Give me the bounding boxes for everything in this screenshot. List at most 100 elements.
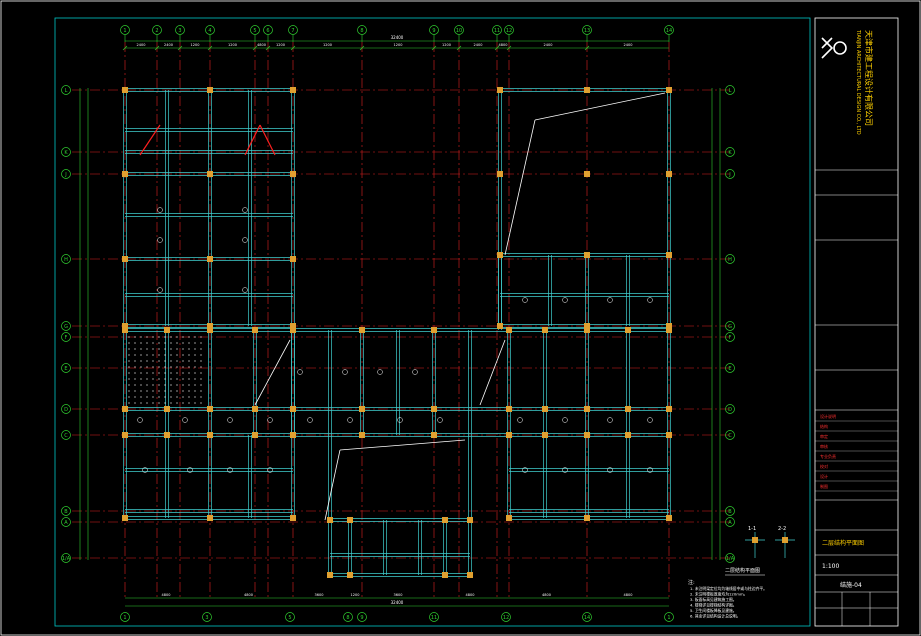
hatch-dot [164,378,166,380]
hatch-dot [128,372,130,374]
dim-tick [584,45,590,51]
column [290,432,296,438]
hatch-dot [140,378,142,380]
dim-tick [431,45,437,51]
axis-label-left: E [64,366,67,372]
slab-marker [647,297,653,303]
slab-marker [157,237,163,243]
hatch-dot [182,360,184,362]
hatch-dot [176,366,178,368]
axis-bubble-top [454,25,464,35]
hatch-dot [158,366,160,368]
note-line: 5. 卫生间楼板降板见建施。 [690,608,737,613]
dim-tick [252,45,258,51]
axis-label-bottom: 9 [360,615,363,621]
axis-label-top: 11 [494,28,500,34]
hatch-dot [194,372,196,374]
column [666,515,672,521]
sheet-number: 结施-04 [840,581,862,589]
column [431,327,437,333]
column [290,323,296,329]
slab-marker [187,467,193,473]
stair-hatch [128,336,202,404]
column [327,572,333,578]
hatch-dot [194,396,196,398]
hatch-dot [146,348,148,350]
column [584,252,590,258]
axis-label-top: 13 [584,28,590,34]
slab-marker [377,369,383,375]
hatch-dot [152,402,154,404]
hatch-dot [164,354,166,356]
hatch-dot [176,336,178,338]
hatch-dot [182,402,184,404]
hatch-dot [134,348,136,350]
hatch-dot [140,390,142,392]
hatch-dot [152,360,154,362]
slab-marker [267,417,273,423]
hatch-dot [170,396,172,398]
hatch-dot [128,390,130,392]
dim-tick [265,45,271,51]
axis-label-right: K [728,150,732,156]
slab-marker [182,417,188,423]
column [252,432,258,438]
column [666,87,672,93]
notes-heading: 注: [688,579,695,586]
hatch-dot [158,360,160,362]
hatch-dot [200,384,202,386]
hatch-dot [200,378,202,380]
general-notes: 注: 1. 未注明梁定位均为轴线居中或与柱边齐平。2. 未注明楼板厚度均为120… [688,579,767,619]
axis-bubble-top [263,25,273,35]
dim-segment-top: 1200 [323,43,332,47]
column [584,515,590,521]
company-name-en: TIANJIN ARCHITECTURAL DESIGN CO., LTD [855,29,861,135]
hatch-dot [164,384,166,386]
column [164,327,170,333]
axis-bubble-bottom [582,612,592,622]
axis-bubble-top [152,25,162,35]
axis-label-right: L [729,88,732,94]
tb-row-label: 校对 [820,463,828,469]
column [497,252,503,258]
axis-label-bottom: 5 [288,615,291,621]
dim-tick [506,45,512,51]
column [584,406,590,412]
column [290,406,296,412]
hatch-dot [170,354,172,356]
tb-row-label: 审定 [820,433,828,439]
hatch-dot [194,360,196,362]
axis-label-left: L [65,88,68,94]
dim-segment-top: 4800 [499,43,508,47]
axis-label-top: 12 [506,28,512,34]
axis-label-top: 14 [666,28,672,34]
column [252,327,258,333]
slab-marker [607,297,613,303]
column [207,515,213,521]
drawing-name-label: 二层结构平面图 [822,539,864,547]
hatch-dot [158,396,160,398]
opening-diagonal [479,339,506,406]
hatch-dot [182,336,184,338]
column [625,432,631,438]
scale-label: 1:100 [822,563,839,570]
hatch-dot [176,384,178,386]
hatch-dot [170,390,172,392]
axis-bubble-left [61,332,71,342]
hatch-dot [200,390,202,392]
hatch-dot [182,372,184,374]
axis-bubble-left [61,147,71,157]
column [207,171,213,177]
note-line: 6. 其余详见结构设计总说明。 [690,614,740,619]
slab-marker [562,467,568,473]
dim-segment-top: 1200 [276,43,285,47]
company-name: 天津市建工程设计有限公司 [864,30,874,126]
hatch-dot [176,354,178,356]
column [442,572,448,578]
column [122,87,128,93]
hatch-dot [200,372,202,374]
tb-row-label: 设计 [820,473,828,479]
